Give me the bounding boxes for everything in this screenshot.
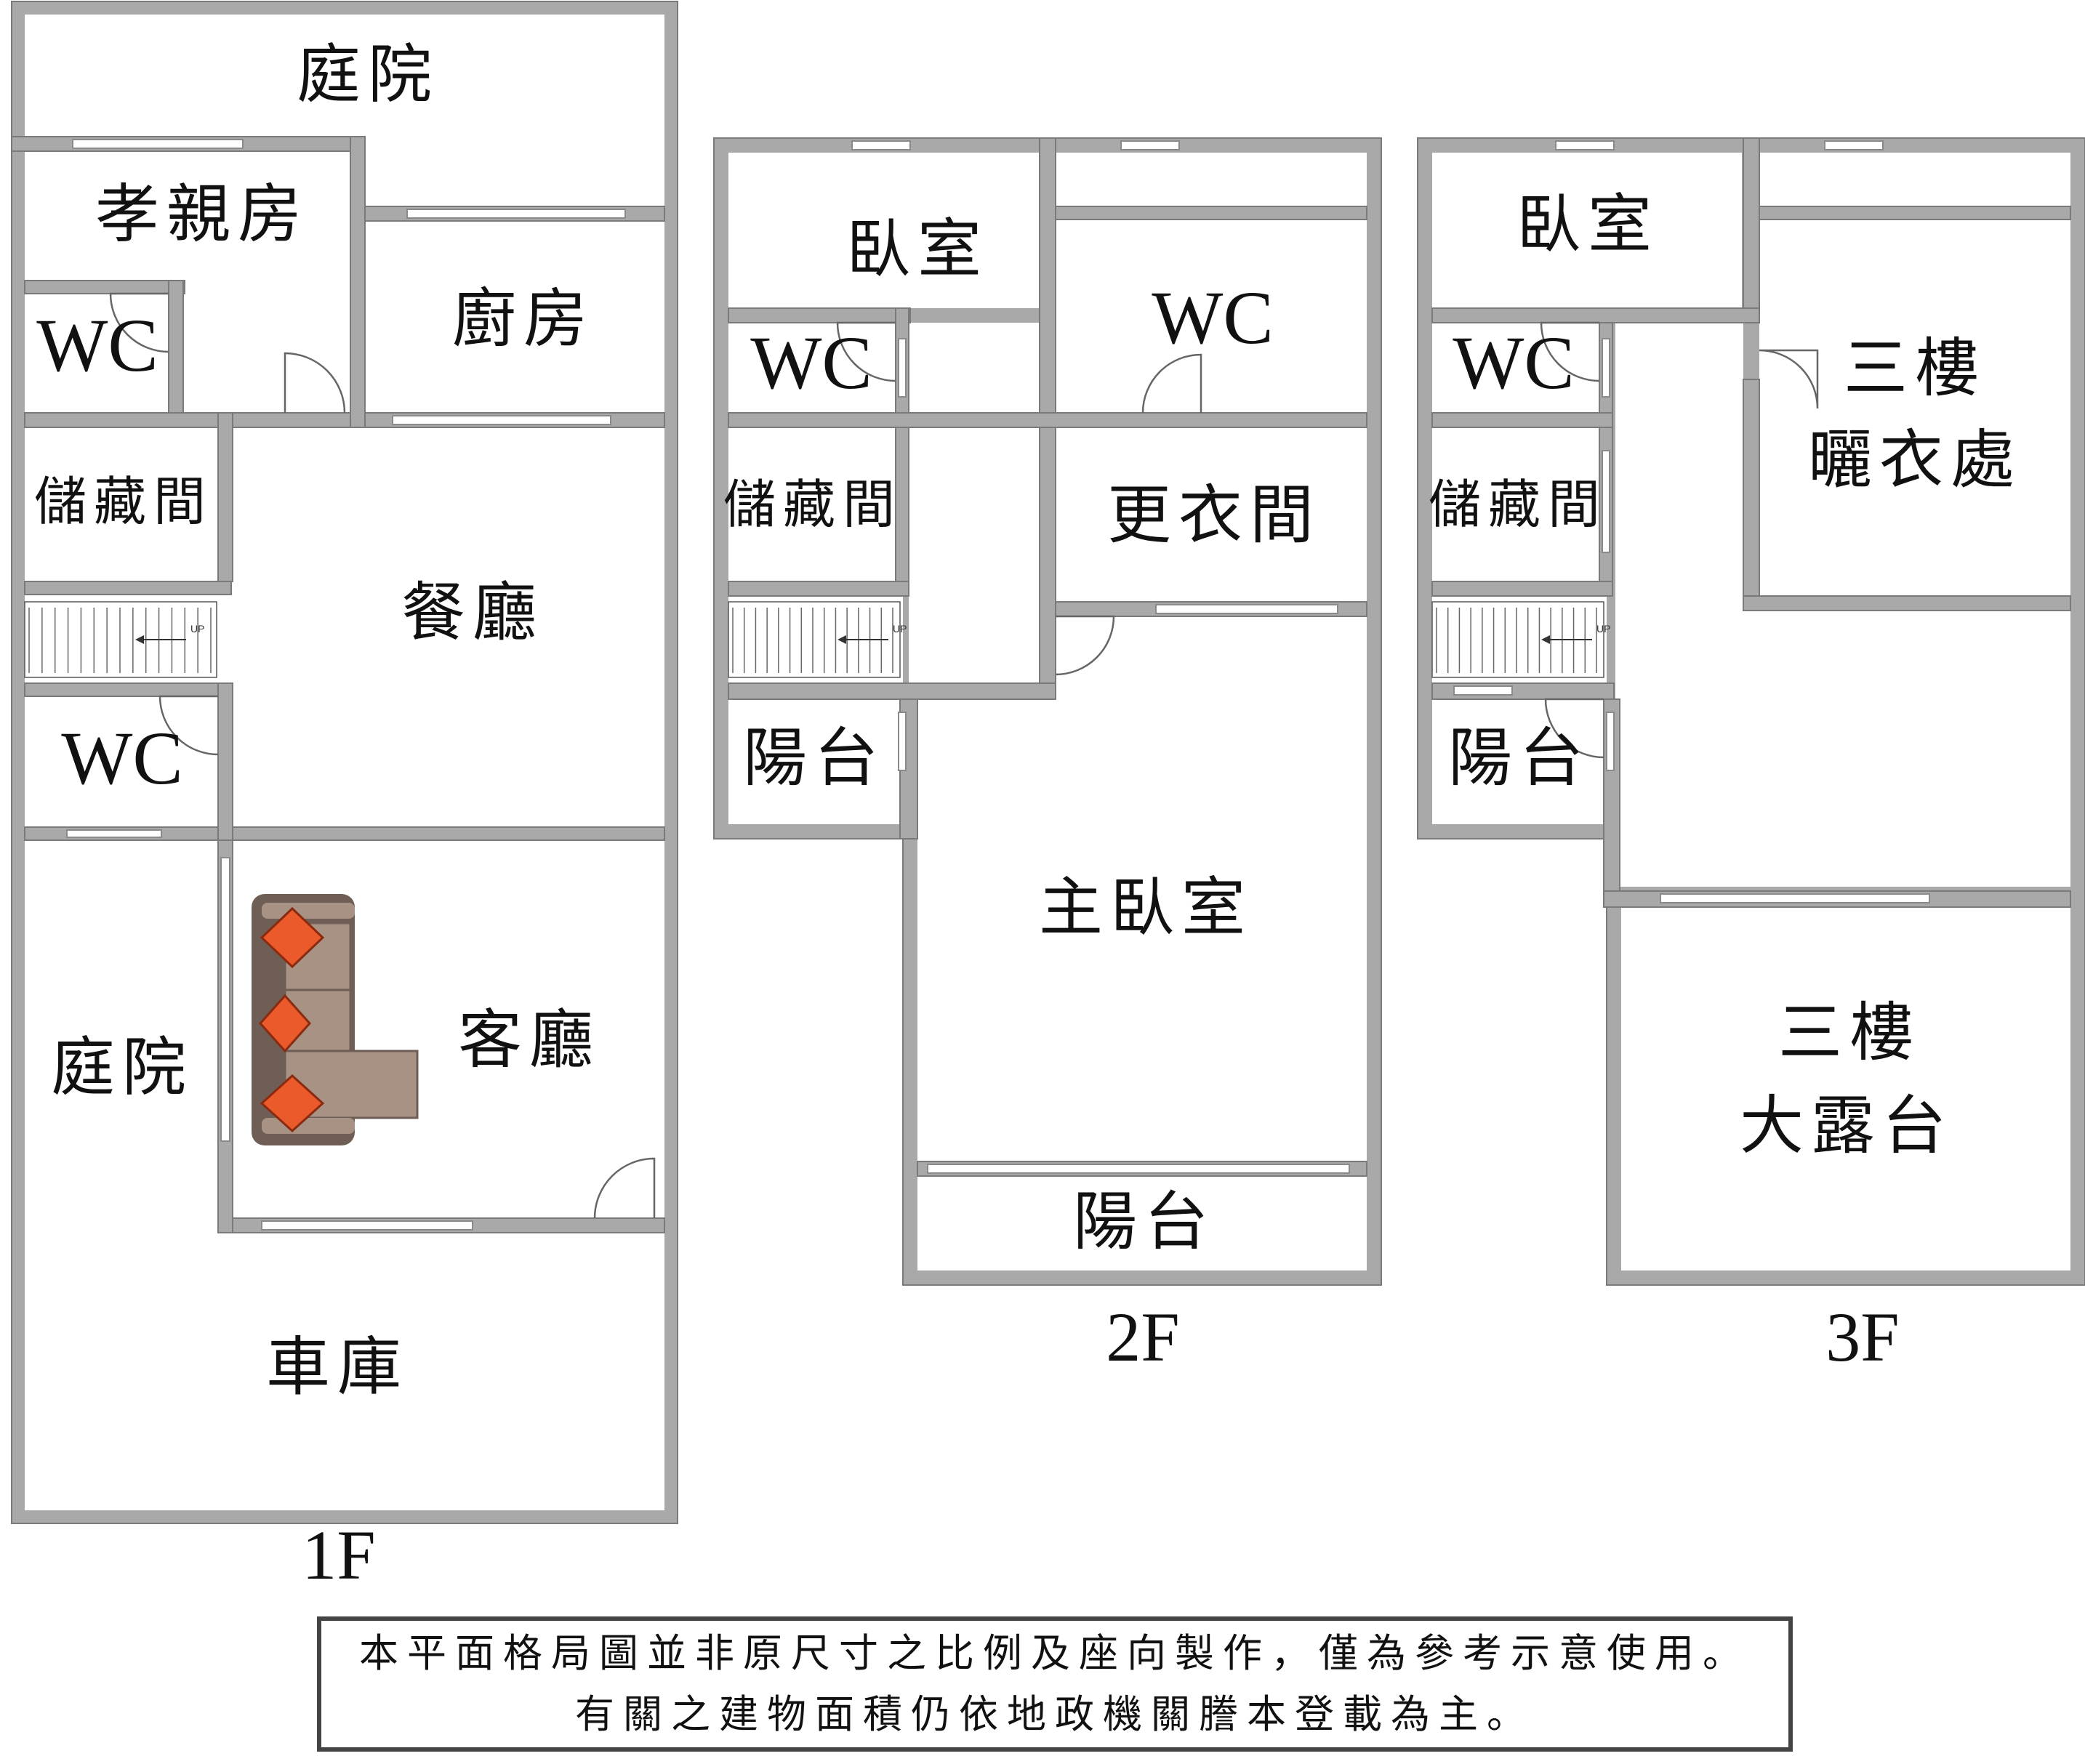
f3-window bbox=[1453, 685, 1513, 696]
f3-window bbox=[1606, 712, 1615, 771]
f3-wall bbox=[1743, 137, 1760, 321]
f1-wall bbox=[217, 412, 233, 582]
f2-window bbox=[898, 338, 907, 398]
f3-window bbox=[1660, 893, 1930, 903]
room-label-courtyard: 庭院 bbox=[297, 37, 439, 112]
room-label-kitchen: 廚房 bbox=[452, 281, 595, 356]
f1-door-arc bbox=[109, 292, 169, 353]
f2-stair-up-label: UP bbox=[893, 623, 907, 635]
f3-stair: UP bbox=[1431, 601, 1610, 678]
room-label-wc: WC bbox=[1152, 276, 1274, 360]
f2-window bbox=[927, 1164, 1350, 1174]
f1-window bbox=[66, 829, 162, 838]
f3-window bbox=[1555, 140, 1615, 150]
room-label-wc: WC bbox=[1453, 321, 1575, 405]
f1-door-arc bbox=[593, 1157, 656, 1219]
f3-wall bbox=[1431, 412, 1613, 428]
floor-label-1f: 1F bbox=[302, 1516, 375, 1594]
room-label-master-bedroom: 主臥室 bbox=[1039, 870, 1253, 945]
room-label-balcony: 陽台 bbox=[743, 720, 885, 795]
room-label-storage: 儲藏間 bbox=[1429, 474, 1607, 535]
f1-wall bbox=[168, 280, 184, 414]
f3-door-arc bbox=[1544, 698, 1604, 759]
room-label-elder-room: 孝親房 bbox=[95, 177, 309, 251]
room-label-wc: WC bbox=[61, 717, 183, 800]
f1-wall bbox=[217, 682, 233, 842]
f1-wall bbox=[350, 136, 366, 428]
f3-wall bbox=[1759, 206, 2071, 220]
f2-wall bbox=[1055, 206, 1367, 220]
f2-wall bbox=[728, 581, 909, 597]
f2-door-arc bbox=[1055, 615, 1115, 676]
f3-wall bbox=[1431, 581, 1613, 597]
floor-label-3f: 3F bbox=[1825, 1298, 1899, 1376]
f1-window bbox=[261, 1220, 473, 1231]
f3-stair-up-label: UP bbox=[1596, 623, 1610, 635]
room-label-living-room: 客廳 bbox=[458, 1002, 600, 1077]
f1-wall bbox=[24, 280, 185, 294]
room-label-dressing-room: 更衣間 bbox=[1107, 478, 1321, 552]
room-label-laundry-line1: 三樓 bbox=[1844, 331, 1986, 406]
f2-window bbox=[1120, 140, 1180, 150]
room-label-storage: 儲藏間 bbox=[723, 474, 902, 535]
sofa-icon bbox=[252, 894, 419, 1145]
f2-door-arc bbox=[836, 321, 896, 382]
room-label-terrace-line1: 三樓 bbox=[1778, 995, 1921, 1070]
f3-door-arc bbox=[1540, 321, 1600, 382]
f3-window bbox=[1602, 450, 1610, 553]
f1-wall bbox=[24, 581, 232, 595]
room-label-bedroom: 臥室 bbox=[846, 212, 989, 286]
disclaimer-box: 本平面格局圖並非原尺寸之比例及座向製作，僅為參考示意使用。 有關之建物面積仍依地… bbox=[317, 1616, 1793, 1752]
f1-stair-up-label: UP bbox=[190, 623, 204, 635]
f1-wall bbox=[24, 682, 232, 697]
f1-window bbox=[406, 209, 626, 219]
f1-window bbox=[72, 139, 244, 149]
room-label-storage: 儲藏間 bbox=[34, 471, 213, 532]
room-label-bedroom: 臥室 bbox=[1516, 187, 1659, 262]
f2-wall bbox=[728, 307, 911, 323]
disclaimer-line-2: 有關之建物面積仍依地政機關謄本登載為主。 bbox=[575, 1691, 1535, 1737]
f1-door-arc bbox=[158, 695, 219, 756]
f2-window bbox=[898, 712, 907, 771]
disclaimer-line-1: 本平面格局圖並非原尺寸之比例及座向製作，僅為參考示意使用。 bbox=[359, 1630, 1751, 1676]
room-label-balcony: 陽台 bbox=[1073, 1184, 1216, 1259]
room-label-balcony: 陽台 bbox=[1448, 720, 1591, 795]
room-label-garage: 車庫 bbox=[266, 1329, 409, 1404]
f1-stair: UP bbox=[24, 601, 217, 678]
f1-door-arc bbox=[284, 352, 346, 414]
f1-window bbox=[392, 415, 611, 425]
f3-wall bbox=[1743, 379, 1760, 611]
f3-window bbox=[1602, 338, 1610, 398]
f2-wall bbox=[728, 412, 1367, 428]
floor-label-2f: 2F bbox=[1106, 1298, 1179, 1376]
floor-1f: UP 庭院 孝親房 WC 廚房 儲藏間 餐廳 WC 庭院 客廳 車庫 1F bbox=[11, 1, 678, 1594]
f2-wall bbox=[728, 682, 1056, 700]
floor-3f: UP 臥室 WC 三樓 曬衣處 儲藏間 陽台 三樓 大露台 3F bbox=[1417, 137, 2085, 1376]
f2-stair: UP bbox=[728, 601, 907, 678]
room-label-laundry-line2: 曬衣處 bbox=[1808, 422, 2022, 497]
room-label-wc: WC bbox=[750, 321, 872, 405]
f1-window bbox=[220, 857, 230, 1142]
f2-window bbox=[1155, 604, 1338, 614]
f3-window bbox=[1824, 140, 1884, 150]
room-label-courtyard-side: 庭院 bbox=[51, 1030, 193, 1105]
f2-window bbox=[851, 140, 911, 150]
f3-door-arc bbox=[1759, 349, 1819, 409]
room-label-dining: 餐廳 bbox=[401, 575, 544, 650]
f1-wall bbox=[24, 826, 665, 841]
f3-wall bbox=[1743, 595, 2071, 611]
room-label-terrace-line2: 大露台 bbox=[1740, 1088, 1953, 1163]
f2-door-arc bbox=[1141, 353, 1202, 414]
room-label-wc: WC bbox=[36, 304, 158, 387]
floor-2f: UP 臥室 WC WC 儲藏間 更衣間 陽台 主臥室 陽台 2F bbox=[713, 137, 1382, 1376]
